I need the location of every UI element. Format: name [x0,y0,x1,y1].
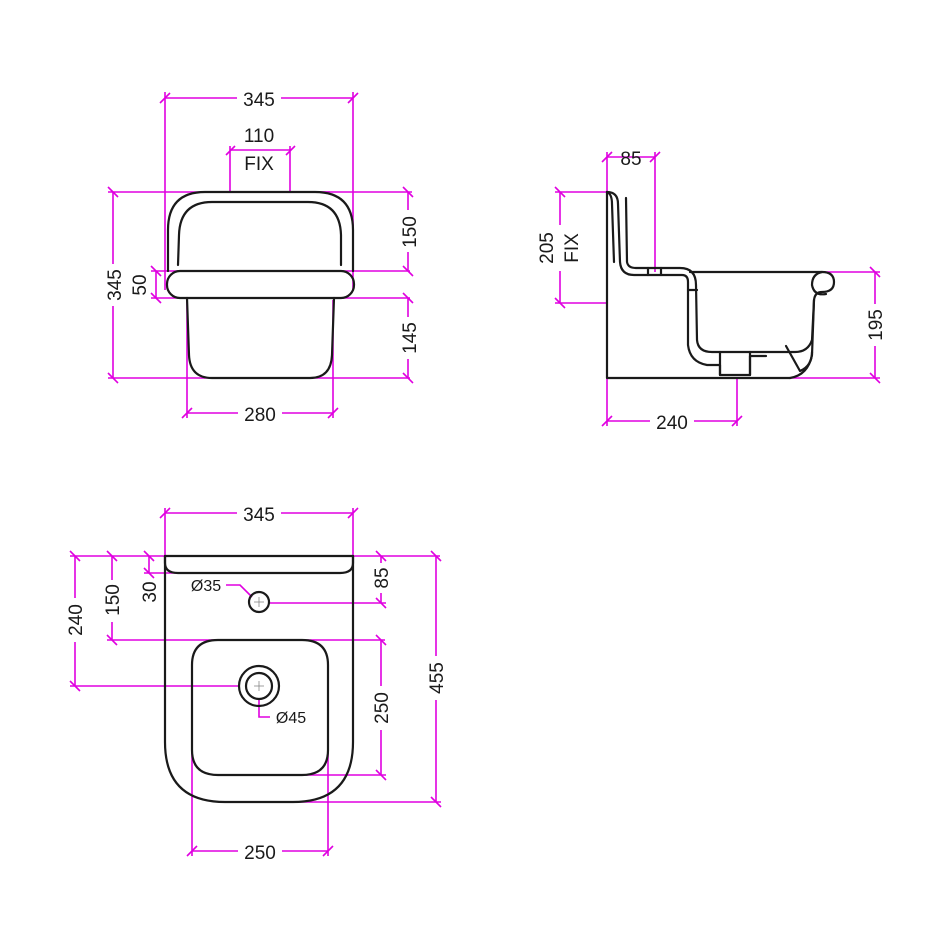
top-view: 345 240 150 30 85 Ø35 Ø45 250 455 250 [64,502,448,864]
front-view: 345 110 FIX 345 50 150 145 280 [101,86,421,426]
top-depth-to-waste-label: 240 [66,604,87,636]
front-fix-label: FIX [244,154,274,175]
front-rim-label: 50 [130,274,151,295]
top-dimensions [69,507,442,857]
side-back-depth-label: 85 [620,149,641,170]
side-basin-outline [605,190,836,380]
top-total-depth-label: 455 [427,662,448,694]
tap-hole [247,590,271,614]
side-fix-label: FIX [562,233,583,263]
waste-outlet [237,664,281,708]
top-bowl-width-label: 250 [244,843,276,864]
front-bottom-width-label: 280 [244,405,276,426]
top-bowl-depth-label: 250 [372,692,393,724]
front-basin-outline [165,190,356,380]
front-width-label: 345 [243,90,275,111]
top-width-label: 345 [243,505,275,526]
front-upper-height-label: 150 [400,216,421,248]
side-depth-label: 240 [656,413,688,434]
top-depth-to-bowl-label: 150 [103,584,124,616]
side-view: 85 205 FIX 195 240 [537,149,887,434]
front-fix-width-label: 110 [244,126,274,147]
front-height-label: 345 [105,269,126,301]
side-basin-height-label: 195 [866,309,887,341]
top-tap-offset-label: 85 [372,567,393,588]
waste-diameter-label: Ø45 [276,710,306,727]
top-ledge-depth-label: 30 [140,581,161,602]
tap-hole-diameter-label: Ø35 [191,578,221,595]
top-basin-outline [163,554,355,804]
side-fix-height-label: 205 [537,232,558,264]
front-lower-height-label: 145 [400,322,421,354]
